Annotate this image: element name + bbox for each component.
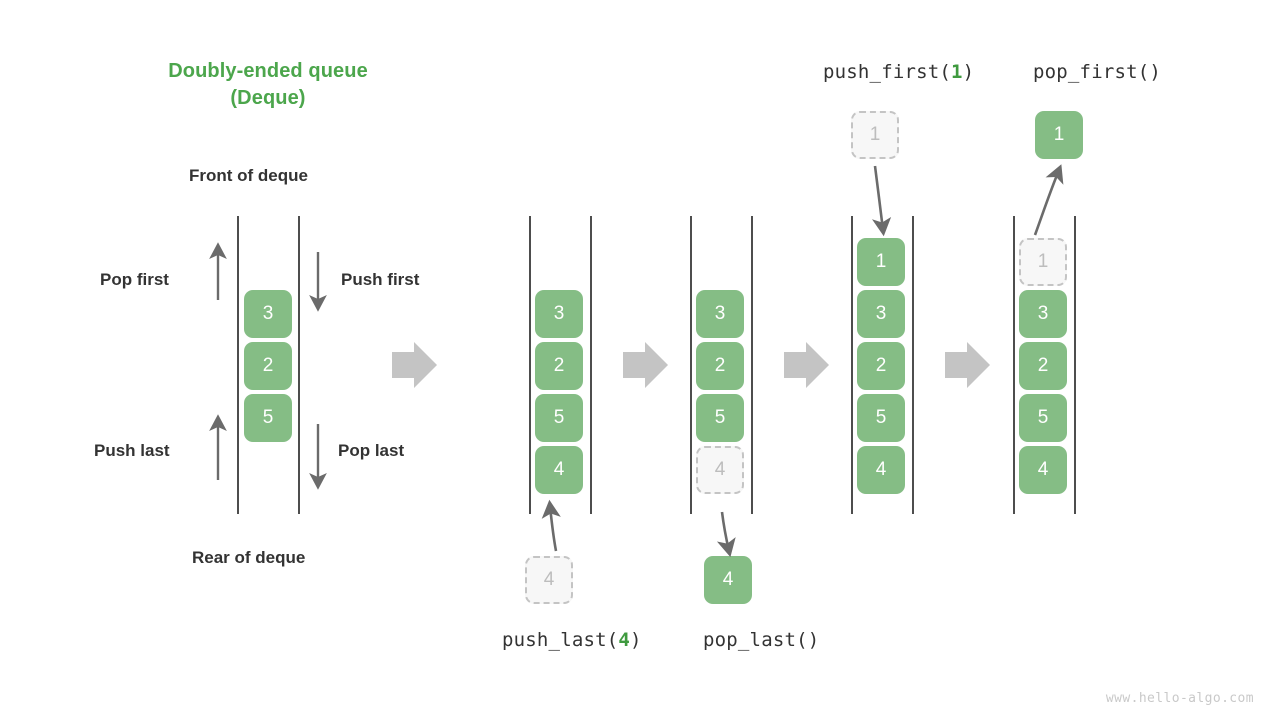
op-push-last-arg: 4 bbox=[618, 629, 631, 651]
deque-element: 1 bbox=[857, 238, 905, 286]
title-line-2: (Deque) bbox=[230, 87, 306, 109]
transition-arrow-1 bbox=[392, 342, 437, 388]
op-label-pop-last: pop_last() bbox=[703, 629, 819, 651]
deque-element-ghost: 1 bbox=[1019, 238, 1067, 286]
page-title: Doubly-ended queue (Deque) bbox=[142, 58, 394, 112]
deque-element-ghost: 4 bbox=[696, 446, 744, 494]
deque-element: 3 bbox=[1019, 290, 1067, 338]
deque-element: 5 bbox=[696, 394, 744, 442]
title-line-1: Doubly-ended queue bbox=[168, 60, 368, 82]
deque-element: 3 bbox=[857, 290, 905, 338]
label-front-of-deque: Front of deque bbox=[189, 166, 308, 185]
op-push-first-close: ) bbox=[962, 61, 975, 83]
deque-rail-left bbox=[690, 216, 692, 514]
label-pop-first: Pop first bbox=[100, 270, 169, 289]
arrow-pop-last-flow bbox=[716, 511, 736, 558]
deque-rail-right bbox=[912, 216, 914, 514]
deque-element: 2 bbox=[696, 342, 744, 390]
deque-element: 5 bbox=[1019, 394, 1067, 442]
floating-box-pop-last-result: 4 bbox=[704, 556, 752, 604]
op-push-first-name: push_first( bbox=[823, 61, 952, 83]
transition-arrow-4 bbox=[945, 342, 990, 388]
deque-element: 2 bbox=[1019, 342, 1067, 390]
op-label-pop-first: pop_first() bbox=[1033, 61, 1161, 83]
label-pop-last: Pop last bbox=[338, 441, 405, 460]
deque-element: 3 bbox=[244, 290, 292, 338]
op-pop-first-name: pop_first() bbox=[1033, 61, 1162, 83]
deque-element: 2 bbox=[535, 342, 583, 390]
deque-element: 5 bbox=[244, 394, 292, 442]
label-push-first: Push first bbox=[341, 270, 420, 289]
arrow-push-last-flow bbox=[541, 499, 561, 552]
op-push-last-close: ) bbox=[630, 629, 642, 651]
watermark: www.hello-algo.com bbox=[1105, 691, 1254, 706]
deque-rail-right bbox=[590, 216, 592, 514]
deque-rail-left bbox=[851, 216, 853, 514]
op-push-last-name: push_last( bbox=[502, 629, 619, 651]
deque-rail-left bbox=[237, 216, 239, 514]
deque-rail-left bbox=[1013, 216, 1015, 514]
label-rear-of-deque: Rear of deque bbox=[192, 548, 306, 567]
transition-arrow-3 bbox=[784, 342, 829, 388]
deque-rail-right bbox=[298, 216, 300, 514]
deque-rail-left bbox=[529, 216, 531, 514]
deque-element: 4 bbox=[857, 446, 905, 494]
op-label-push-first: push_first(1) bbox=[823, 61, 974, 83]
deque-rail-right bbox=[751, 216, 753, 514]
op-pop-last-name: pop_last() bbox=[703, 629, 820, 651]
floating-box-push-first-source: 1 bbox=[851, 111, 899, 159]
deque-element: 2 bbox=[244, 342, 292, 390]
op-label-push-last: push_last(4) bbox=[502, 629, 642, 651]
floating-box-push-last-source: 4 bbox=[525, 556, 573, 604]
label-push-last: Push last bbox=[94, 441, 170, 460]
deque-element: 5 bbox=[857, 394, 905, 442]
deque-element: 5 bbox=[535, 394, 583, 442]
arrow-pop-first-flow bbox=[1033, 164, 1064, 236]
deque-element: 4 bbox=[535, 446, 583, 494]
transition-arrow-2 bbox=[623, 342, 668, 388]
op-push-first-arg: 1 bbox=[951, 61, 963, 83]
deque-rail-right bbox=[1074, 216, 1076, 514]
deque-element: 2 bbox=[857, 342, 905, 390]
arrow-push-first-flow bbox=[872, 165, 892, 237]
deque-element: 3 bbox=[535, 290, 583, 338]
deque-element: 3 bbox=[696, 290, 744, 338]
deque-element: 4 bbox=[1019, 446, 1067, 494]
floating-box-pop-first-result: 1 bbox=[1035, 111, 1083, 159]
